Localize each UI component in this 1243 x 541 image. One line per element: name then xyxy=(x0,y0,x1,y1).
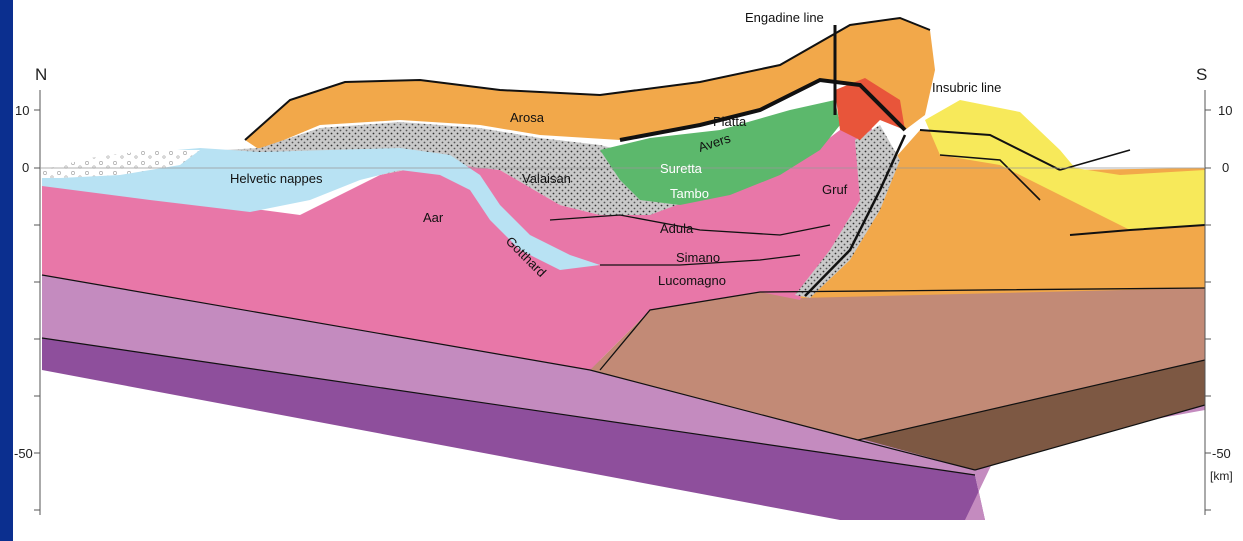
valaisan-label: Valaisan xyxy=(522,171,571,186)
left-tick-label-0: 0 xyxy=(22,160,29,175)
helvetic-nappes-label: Helvetic nappes xyxy=(230,171,323,186)
adula-label: Adula xyxy=(660,221,694,236)
left-tick-label-minus50: -50 xyxy=(14,446,33,461)
right-tick-label-minus50: -50 xyxy=(1212,446,1231,461)
gruf-label: Gruf xyxy=(822,182,848,197)
tambo-label: Tambo xyxy=(670,186,709,201)
platta-label: Platta xyxy=(713,114,747,129)
north-label: N xyxy=(35,65,47,84)
suretta-label: Suretta xyxy=(660,161,703,176)
aar-label: Aar xyxy=(423,210,444,225)
arosa-label: Arosa xyxy=(510,110,545,125)
unit-label: [km] xyxy=(1210,469,1233,483)
engadine-line-label: Engadine line xyxy=(745,10,824,25)
simano-label: Simano xyxy=(676,250,720,265)
insubric-line-label: Insubric line xyxy=(932,80,1001,95)
right-tick-label-0: 0 xyxy=(1222,160,1229,175)
lucomagno-label: Lucomagno xyxy=(658,273,726,288)
right-tick-label-10: 10 xyxy=(1218,103,1232,118)
left-tick-label-10: 10 xyxy=(15,103,29,118)
south-label: S xyxy=(1196,65,1207,84)
